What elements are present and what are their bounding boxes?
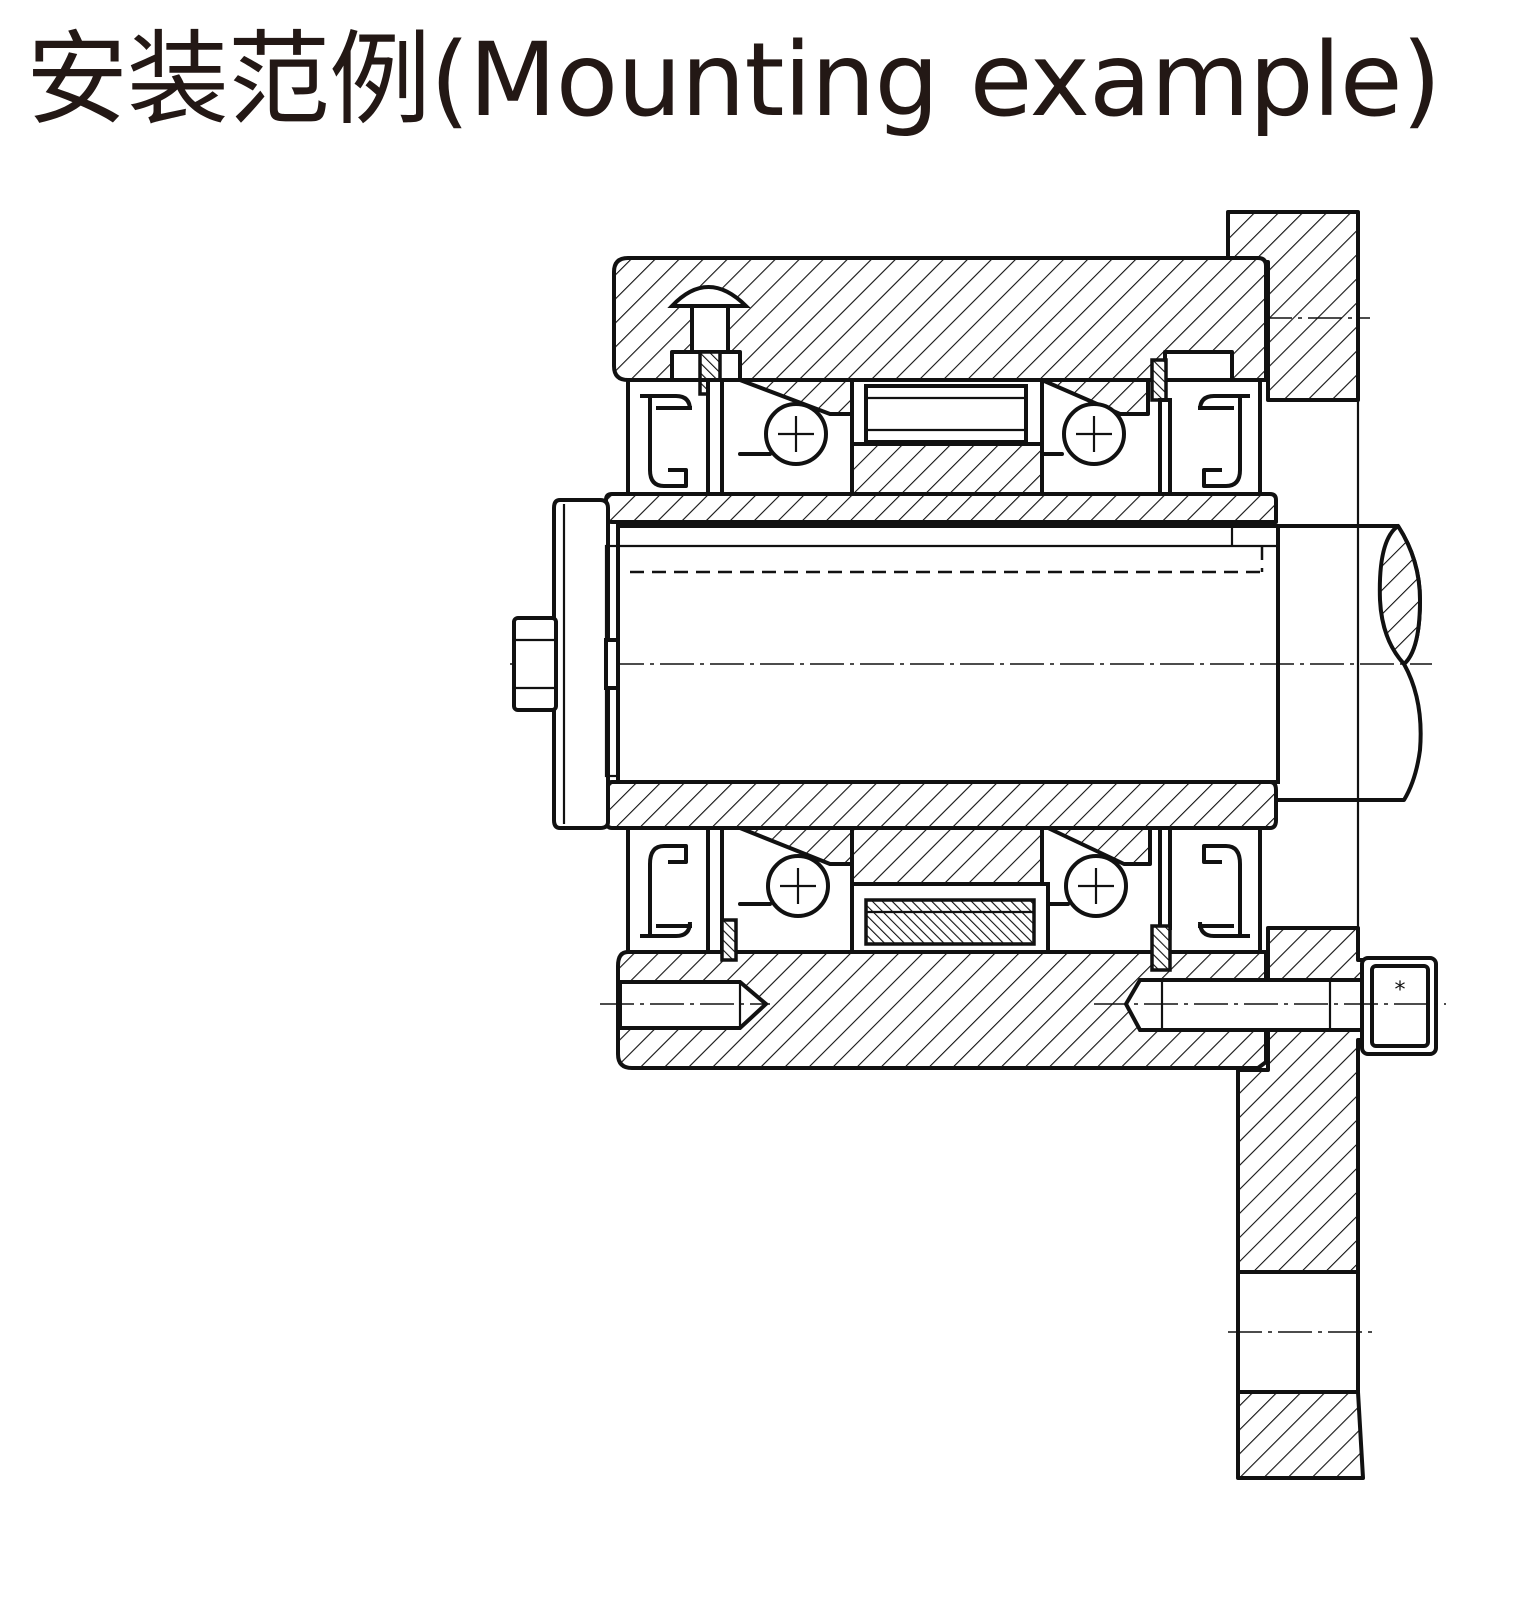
- upper-bearings: [626, 358, 1262, 496]
- inner-ring: [604, 492, 1278, 830]
- shaft: [510, 524, 1432, 802]
- housing-lower: ⁎: [600, 950, 1446, 1070]
- page-title: 安装范例(Mounting example): [26, 21, 1441, 140]
- lower-bearings: [626, 826, 1262, 972]
- housing-upper: [612, 256, 1268, 396]
- end-plate: [512, 498, 620, 830]
- mounting-plate: [1208, 210, 1378, 1480]
- svg-text:⁎: ⁎: [1395, 971, 1406, 996]
